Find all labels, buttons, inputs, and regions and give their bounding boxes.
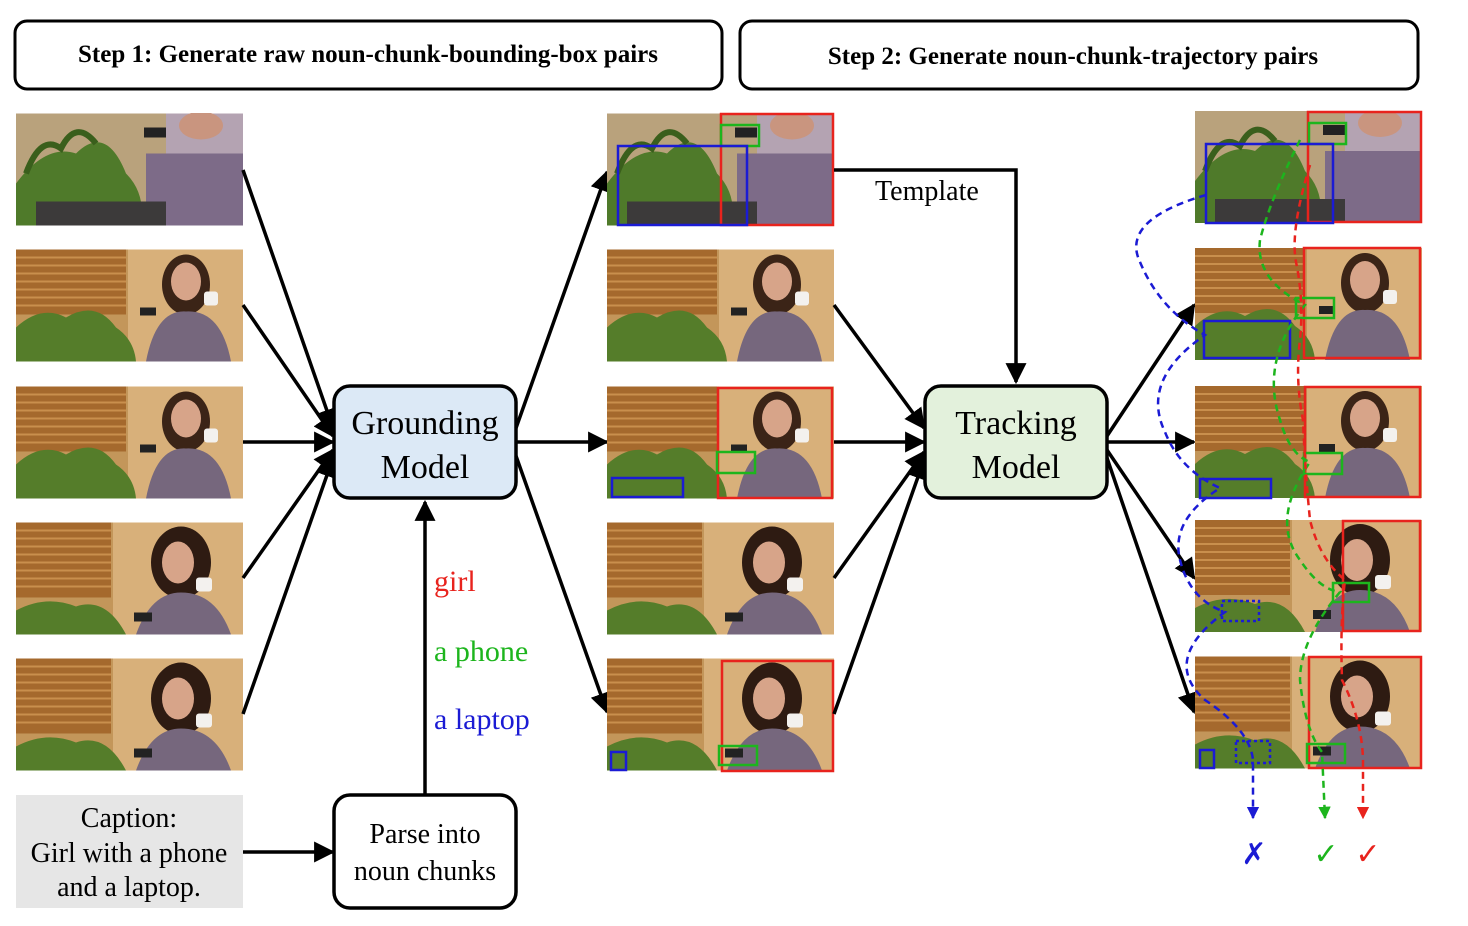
input-frame-1: [16, 112, 243, 226]
input-arrows: [241, 169, 436, 863]
girl-box-5: [720, 659, 835, 773]
input-frame-3: [16, 386, 243, 499]
laptop-trajectory: [1135, 193, 1260, 820]
tracked-laptop-4: [1220, 599, 1261, 623]
laptop-box-1: [616, 144, 749, 227]
phone-box-3: [715, 450, 757, 475]
phone-trajectory: [1258, 139, 1343, 820]
input-frame-2: [16, 249, 243, 362]
tracking-model-line-1: Tracking: [955, 405, 1077, 442]
noun-chunk-phone: a phone: [434, 635, 528, 668]
grounded-frames: [607, 112, 835, 773]
tracked-frame-4: [1195, 520, 1422, 632]
grounded-frame-5: [607, 658, 834, 771]
tracked-frame-3: [1195, 386, 1422, 498]
step1-title-box: [13, 19, 724, 91]
tracked-laptop-3: [1198, 477, 1273, 500]
grounded-frame-3: [607, 386, 834, 499]
tracked-laptop-1: [1204, 142, 1335, 225]
phone-accept-icon: ✓: [1313, 837, 1338, 872]
template-arrow: [834, 168, 1027, 385]
caption-line-1: Caption:: [81, 803, 177, 834]
grounding-arrows: [514, 170, 611, 714]
girl-trajectory: [1293, 164, 1370, 820]
parse-line-2: noun chunks: [354, 856, 496, 887]
tracked-frame-2: [1195, 248, 1422, 360]
input-frame-5: [16, 658, 243, 771]
tracked-girl-1: [1306, 110, 1423, 224]
step2-title-box: [738, 19, 1420, 91]
tracked-frames: [1195, 110, 1423, 770]
noun-chunk-laptop: a laptop: [434, 703, 530, 736]
grounding-model-line-1: Grounding: [351, 405, 498, 442]
caption-line-2: Girl with a phone: [31, 838, 228, 869]
tracked-girl-5: [1307, 655, 1423, 770]
tracked-laptop-5: [1234, 739, 1272, 765]
tracked-girl-4: [1341, 519, 1422, 633]
step1-title: Step 1: Generate raw noun-chunk-bounding…: [78, 41, 658, 68]
girl-box-3: [716, 386, 834, 500]
tracking-input-arrows: [832, 303, 928, 715]
tracked-phone-5: [1305, 742, 1347, 765]
tracking-model-line-2: Model: [972, 449, 1061, 486]
laptop-box-5: [609, 750, 628, 772]
template-label: Template: [875, 176, 979, 207]
caption-box: [16, 795, 243, 908]
tracked-girl-2: [1302, 246, 1422, 360]
parse-line-1: Parse into: [369, 819, 480, 850]
girl-accept-icon: ✓: [1355, 837, 1380, 872]
laptop-reject-icon: ✗: [1241, 837, 1266, 872]
grounding-model-line-2: Model: [381, 449, 470, 486]
tracked-phone-2: [1294, 296, 1336, 320]
input-frame-4: [16, 522, 243, 635]
phone-box-5: [717, 744, 759, 767]
tracked-laptop-2: [1202, 319, 1292, 360]
grounded-frame-4: [607, 522, 834, 635]
grounded-frame-2: [607, 249, 834, 362]
tracking-output-arrows: [1105, 303, 1198, 714]
caption-line-3: and a laptop.: [57, 872, 201, 903]
noun-chunk-girl: girl: [434, 565, 476, 598]
tracked-phone-3: [1302, 451, 1344, 476]
laptop-box-3: [610, 476, 685, 499]
tracked-phone-4: [1331, 581, 1371, 604]
parse-box: [332, 793, 518, 910]
tracked-laptop-small-5: [1198, 748, 1216, 770]
step2-title: Step 2: Generate noun-chunk-trajectory p…: [828, 43, 1318, 70]
input-frames: [16, 112, 243, 771]
girl-box-1: [719, 112, 835, 227]
